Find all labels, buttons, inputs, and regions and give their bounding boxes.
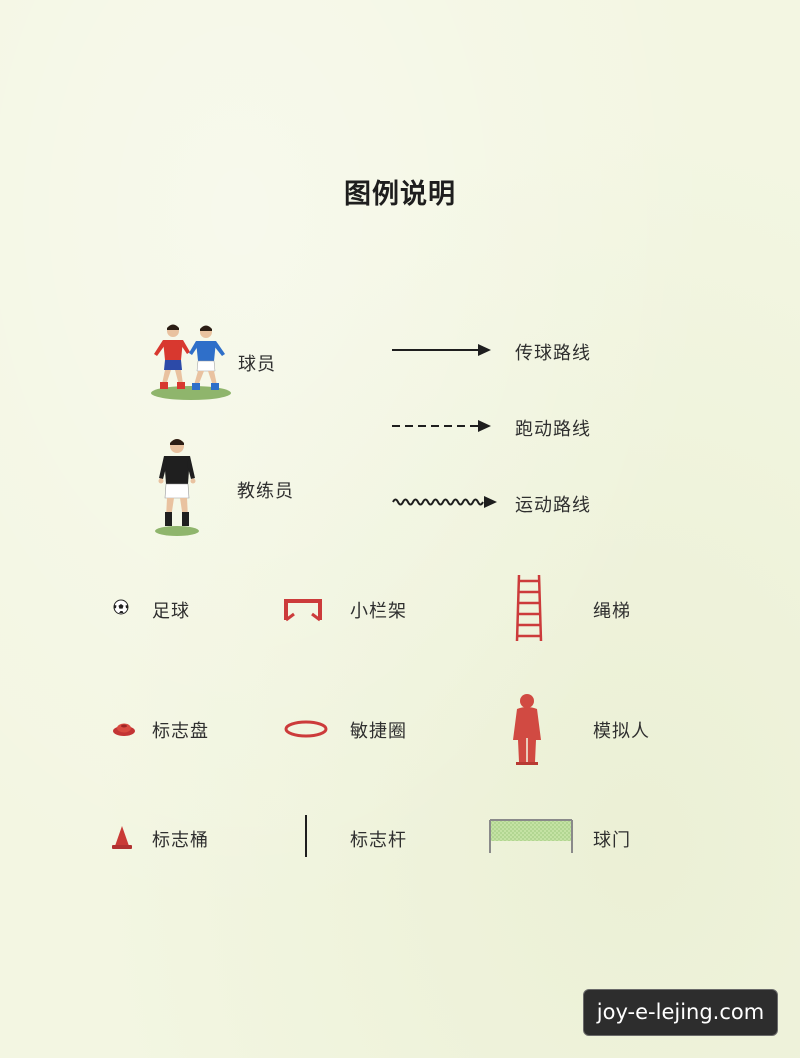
dummy-icon [513, 694, 541, 765]
disc-marker-label: 标志盘 [152, 721, 209, 742]
coach-icon [155, 439, 199, 536]
players-icon [151, 324, 231, 400]
watermark-badge: joy-e-lejing.com [583, 989, 778, 1036]
movement-route-label: 运动路线 [515, 495, 591, 516]
mini-hurdle-label: 小栏架 [350, 601, 407, 622]
mini-hurdle-icon [284, 599, 322, 622]
pole-icon [305, 815, 307, 857]
rope-ladder-label: 绳梯 [593, 601, 631, 622]
cone-label: 标志桶 [152, 830, 209, 851]
pass-route-label: 传球路线 [515, 343, 591, 364]
agility-ring-label: 敏捷圈 [350, 721, 407, 742]
goal-label: 球门 [593, 830, 631, 851]
run-route-label: 跑动路线 [515, 419, 591, 440]
goal-icon [489, 819, 573, 853]
disc-marker-icon [113, 723, 135, 736]
pole-label: 标志杆 [350, 830, 407, 851]
rope-ladder-icon [515, 574, 543, 642]
solid-arrow-icon [392, 344, 491, 356]
page-title: 图例说明 [344, 179, 456, 210]
ball-label: 足球 [152, 601, 190, 622]
player-label: 球员 [238, 354, 276, 375]
cone-icon [112, 826, 132, 849]
dummy-label: 模拟人 [593, 721, 650, 742]
dashed-arrow-icon [392, 420, 491, 432]
agility-ring-icon [284, 720, 328, 738]
ball-icon [113, 599, 129, 615]
wavy-arrow-icon [392, 496, 497, 508]
coach-label: 教练员 [237, 481, 294, 502]
